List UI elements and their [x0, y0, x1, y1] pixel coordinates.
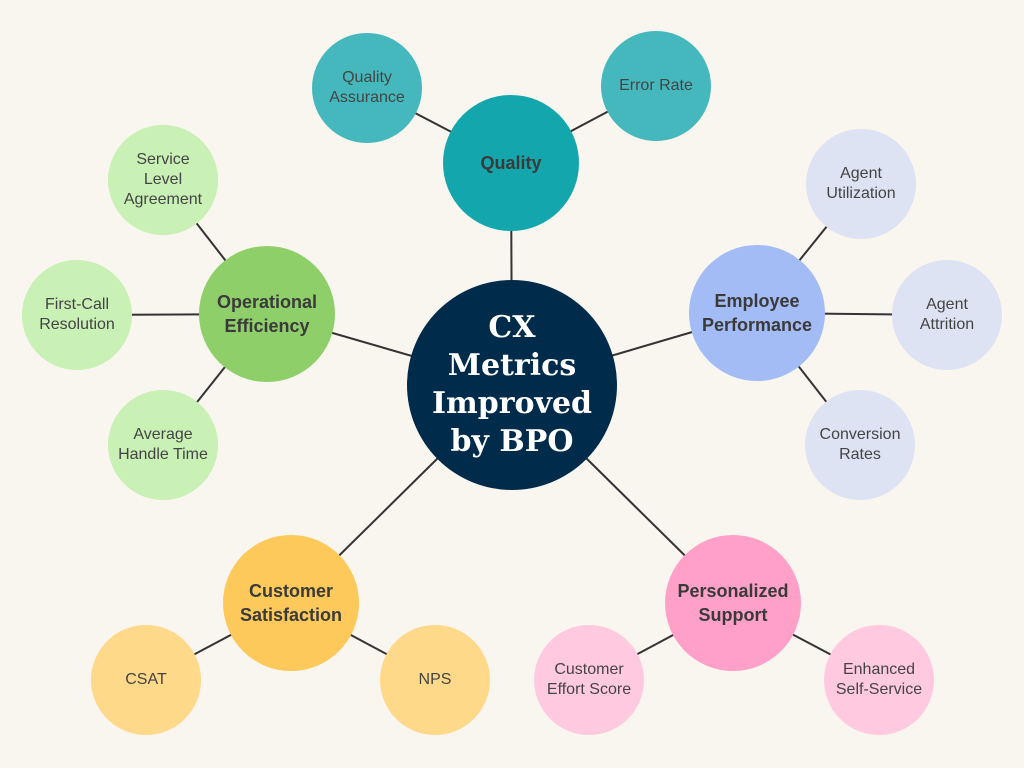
leaf-csat: CSAT	[91, 625, 201, 735]
leaf-first-call-resolution: First-Call Resolution	[22, 260, 132, 370]
hub-employee-performance: Employee Performance	[689, 245, 825, 381]
leaf-nps: NPS	[380, 625, 490, 735]
leaf-conversion-rates: Conversion Rates	[805, 390, 915, 500]
hub-operational-efficiency: Operational Efficiency	[199, 246, 335, 382]
leaf-customer-effort-score: Customer Effort Score	[534, 625, 644, 735]
hub-customer-satisfaction: Customer Satisfaction	[223, 535, 359, 671]
center-node: CX Metrics Improved by BPO	[407, 280, 617, 490]
leaf-service-level-agreement: Service Level Agreement	[108, 125, 218, 235]
leaf-quality-assurance: Quality Assurance	[312, 33, 422, 143]
leaf-agent-attrition: Agent Attrition	[892, 260, 1002, 370]
leaf-enhanced-self-service: Enhanced Self-Service	[824, 625, 934, 735]
hub-personalized-support: Personalized Support	[665, 535, 801, 671]
leaf-error-rate: Error Rate	[601, 31, 711, 141]
leaf-average-handle-time: Average Handle Time	[108, 390, 218, 500]
leaf-agent-utilization: Agent Utilization	[806, 129, 916, 239]
hub-quality: Quality	[443, 95, 579, 231]
